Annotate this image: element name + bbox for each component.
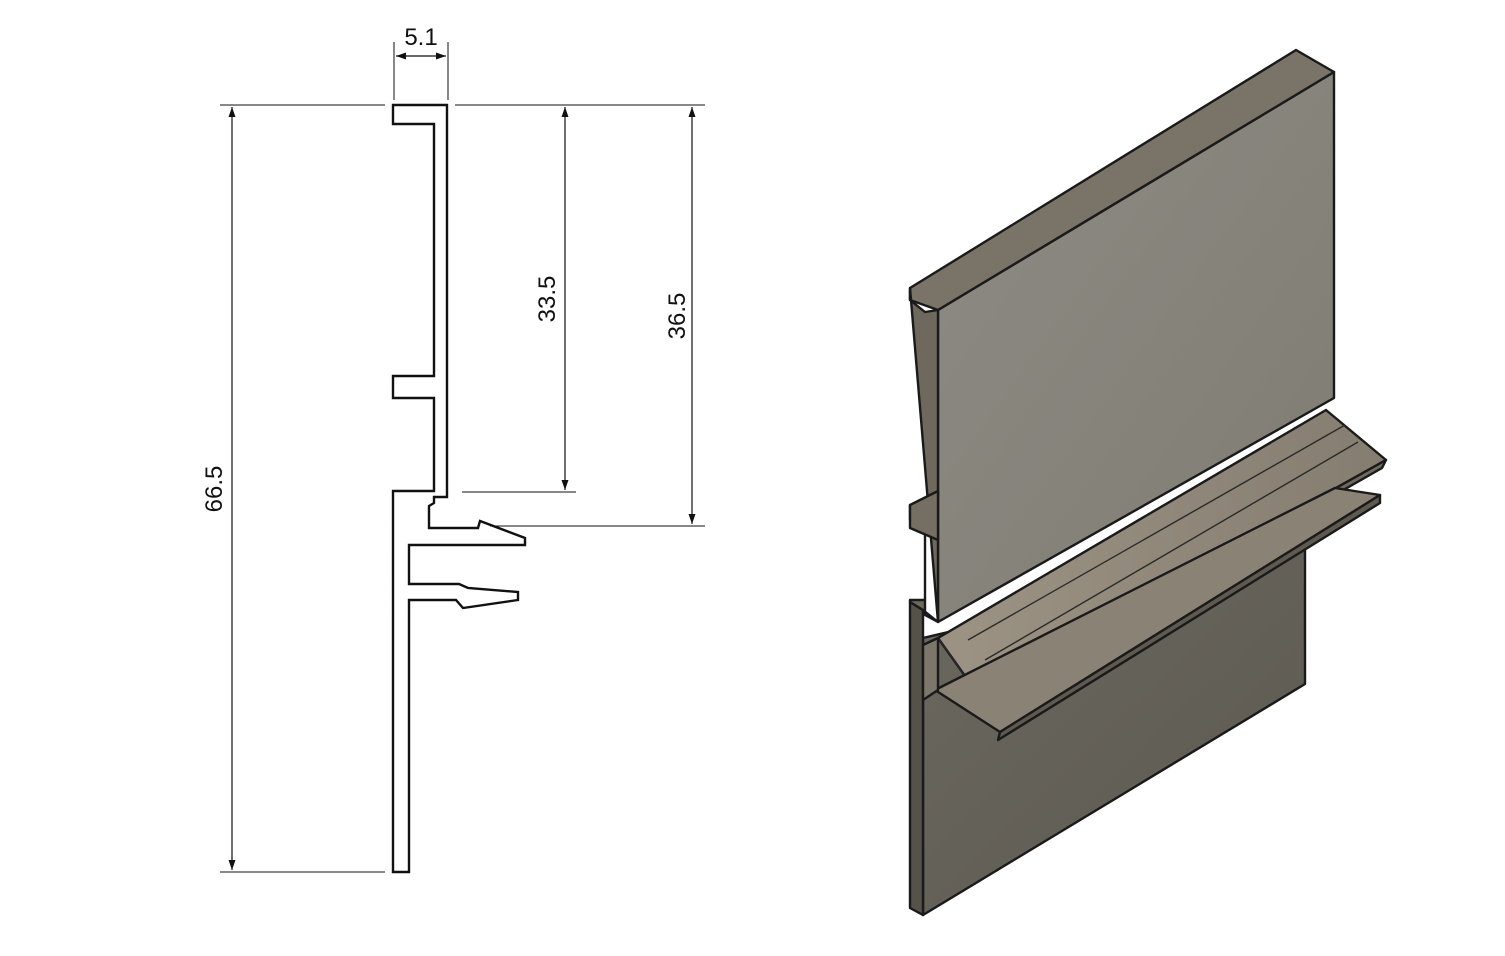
dimension-width-top: 5.1 [393, 24, 449, 100]
dimension-upper-height: 33.5 [455, 104, 705, 493]
extrusion-profile-outline [391, 103, 527, 874]
lower-plate-edge [908, 600, 925, 917]
isometric-render [908, 48, 1388, 917]
connecting-web [921, 636, 940, 702]
ridge-tab [908, 489, 940, 542]
dimension-overall-height-label: 66.5 [201, 466, 228, 513]
profile-section [391, 103, 527, 874]
dimension-width-label: 5.1 [404, 24, 437, 51]
dimension-lip-height-label: 36.5 [664, 293, 691, 340]
dimension-overall-height: 66.5 [201, 104, 385, 873]
dimension-upper-height-label: 33.5 [534, 276, 561, 323]
upper-plate-left-edge [908, 286, 940, 624]
dimension-lip-height: 36.5 [490, 107, 705, 527]
lower-clip-edge [996, 493, 1382, 742]
